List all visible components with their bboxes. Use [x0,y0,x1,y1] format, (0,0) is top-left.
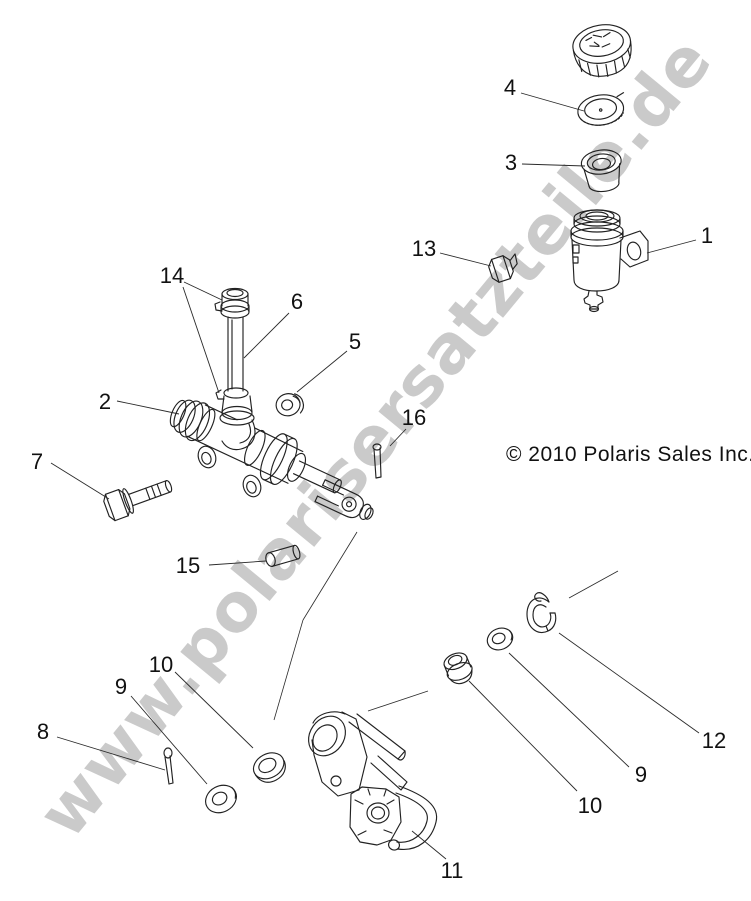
diaphragm-drawing [580,148,625,194]
part-callout-16: 16 [401,405,427,430]
leader-line-13 [440,253,491,266]
reservoir-drawing [571,210,648,312]
leader-line-14 [183,287,219,393]
leader-line-7 [51,463,109,499]
leader-line-10 [175,672,253,748]
part-callout-8: 8 [36,719,50,744]
leader-line-11 [412,831,446,859]
axis-line [569,571,618,598]
clevis-pin-drawing [373,444,381,478]
axis-line [274,620,303,720]
master-cylinder-drawing [165,393,351,511]
leader-line-8 [57,737,165,770]
part-callout-10: 10 [577,793,603,818]
axis-line [368,691,428,711]
part-callout-12: 12 [701,728,727,753]
part-callout-4: 4 [503,75,517,100]
diaphragm-plate-drawing [576,92,628,128]
part-callout-6: 6 [290,289,304,314]
part-callout-2: 2 [98,389,112,414]
cotter-pin-drawing [164,748,173,784]
leader-line-9 [509,653,629,767]
part-callout-9: 9 [634,762,648,787]
part-callout-1: 1 [700,223,714,248]
grommet-drawing [274,390,306,418]
washer-left-drawing [201,780,241,818]
roll-pin-drawing [264,545,301,568]
snap-ring-drawing [527,593,556,633]
part-callout-7: 7 [30,449,44,474]
bushing-left-drawing [249,748,290,788]
pushrod-drawing [215,289,254,426]
leader-line-4 [521,93,584,111]
leader-line-2 [117,401,179,414]
assembly-axis-lines [274,532,618,720]
part-callout-13: 13 [411,236,437,261]
bushing-right-drawing [441,649,477,687]
leader-lines [51,93,699,859]
leader-line-3 [522,164,585,166]
leader-line-15 [209,561,266,565]
part-callout-15: 15 [175,553,201,578]
leader-line-1 [647,240,696,253]
part-callout-3: 3 [504,150,518,175]
leader-line-16 [390,429,406,446]
part-callout-10: 10 [148,652,174,677]
leader-line-14 [184,282,222,300]
reservoir-cap-drawing [570,21,635,81]
leader-line-6 [244,313,289,358]
bolt-drawing [102,472,176,522]
part-callout-14: 14 [159,263,185,288]
part-callout-5: 5 [348,329,362,354]
leader-line-10 [469,681,577,791]
brake-pedal-drawing [301,709,437,852]
leader-line-12 [559,633,699,733]
clevis-drawing [315,480,377,526]
axis-line [303,532,357,620]
nut-drawing [487,252,522,284]
leader-line-5 [297,351,347,392]
copyright-text: © 2010 Polaris Sales Inc. [506,443,751,466]
part-callout-9: 9 [114,674,128,699]
part-callout-11: 11 [440,858,464,883]
washer-right-drawing [484,624,516,653]
leader-line-9 [131,696,207,784]
